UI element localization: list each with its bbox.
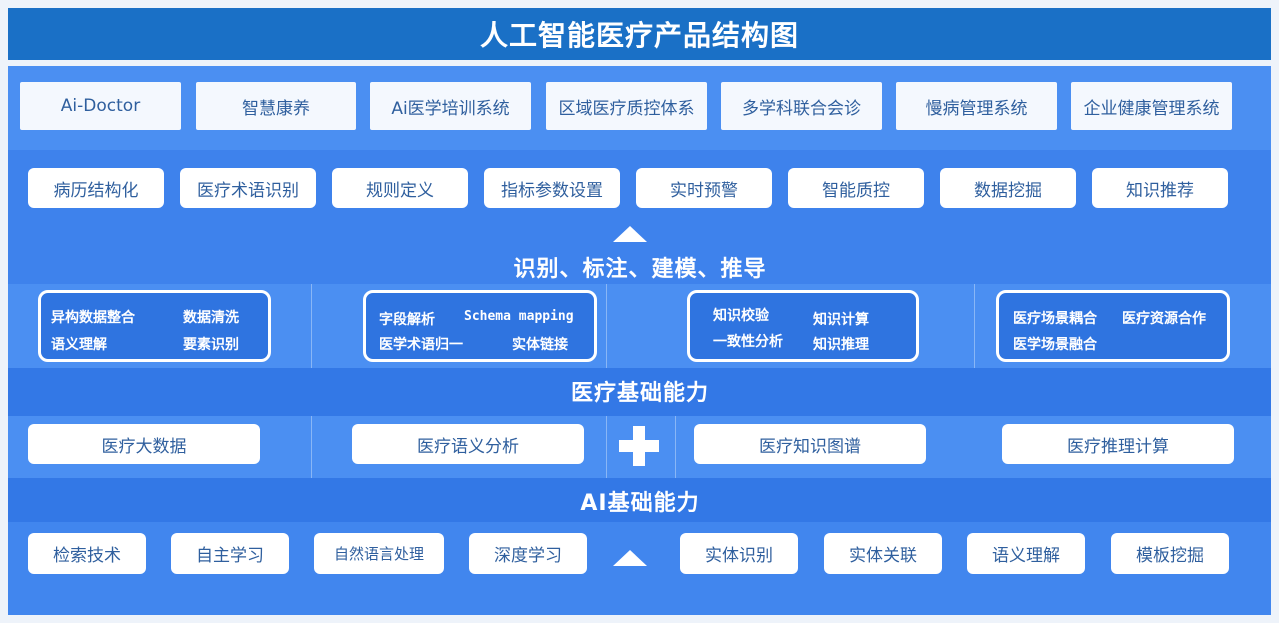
medical-box: 医疗语义分析 [352,424,584,464]
group-item: 一致性分析 [713,334,783,350]
medical-box: 医疗知识图谱 [694,424,926,464]
layer2-heading: 医疗基础能力 [570,381,709,406]
ai-box: 语义理解 [967,533,1085,574]
plus-icon [619,426,659,466]
ai-box: 深度学习 [469,533,587,574]
group-item: 知识校验 [713,308,769,324]
capability-group: 异构数据整合 数据清洗 语义理解 要素识别 [38,290,271,362]
product-box: Ai医学培训系统 [370,82,531,130]
group-item: 知识计算 [813,312,869,328]
product-box: 慢病管理系统 [896,82,1057,130]
function-box: 指标参数设置 [484,168,620,208]
divider [606,416,607,478]
up-arrow-icon [613,226,647,242]
divider [311,416,312,478]
group-item: 异构数据整合 [51,310,135,326]
group-item: 知识推理 [813,337,869,353]
function-box: 规则定义 [332,168,468,208]
group-item: Schema mapping [464,309,574,324]
function-box: 智能质控 [788,168,924,208]
group-item: 医学场景融合 [1013,337,1097,353]
ai-heading-strip [8,478,1271,522]
ai-box: 自主学习 [171,533,289,574]
capability-group: 字段解析 Schema mapping 医学术语归一 实体链接 [363,290,597,362]
group-item: 医疗场景耦合 [1013,311,1097,327]
medical-box: 医疗大数据 [28,424,260,464]
ai-box: 实体关联 [824,533,942,574]
divider [311,284,312,368]
layer3-heading: AI基础能力 [580,491,700,516]
group-item: 医疗资源合作 [1122,311,1206,327]
divider [675,416,676,478]
capability-group: 知识校验 知识计算 一致性分析 知识推理 [687,290,919,362]
divider [974,284,975,368]
group-item: 数据清洗 [183,310,239,326]
group-item: 语义理解 [51,337,107,353]
product-box: Ai-Doctor [20,82,181,130]
medical-box: 医疗推理计算 [1002,424,1234,464]
group-item: 医学术语归一 [379,337,463,353]
diagram-title: 人工智能医疗产品结构图 [8,8,1271,60]
function-box: 实时预警 [636,168,772,208]
ai-box: 检索技术 [28,533,146,574]
product-box: 区域医疗质控体系 [546,82,707,130]
product-box: 智慧康养 [196,82,356,130]
divider [606,284,607,368]
function-box: 知识推荐 [1092,168,1228,208]
ai-box: 模板挖掘 [1111,533,1229,574]
function-box: 医疗术语识别 [180,168,316,208]
function-box: 病历结构化 [28,168,164,208]
up-arrow-icon [613,550,647,566]
group-item: 要素识别 [183,337,239,353]
product-box: 多学科联合会诊 [721,82,882,130]
product-box: 企业健康管理系统 [1071,82,1232,130]
medical-heading-strip [8,368,1271,416]
capability-group: 医疗场景耦合 医疗资源合作 医学场景融合 [996,290,1230,362]
group-item: 实体链接 [512,337,568,353]
ai-box: 实体识别 [680,533,798,574]
group-item: 字段解析 [379,312,435,328]
ai-box: 自然语言处理 [314,533,444,574]
layer1-heading: 识别、标注、建模、推导 [513,257,767,282]
function-box: 数据挖掘 [940,168,1076,208]
